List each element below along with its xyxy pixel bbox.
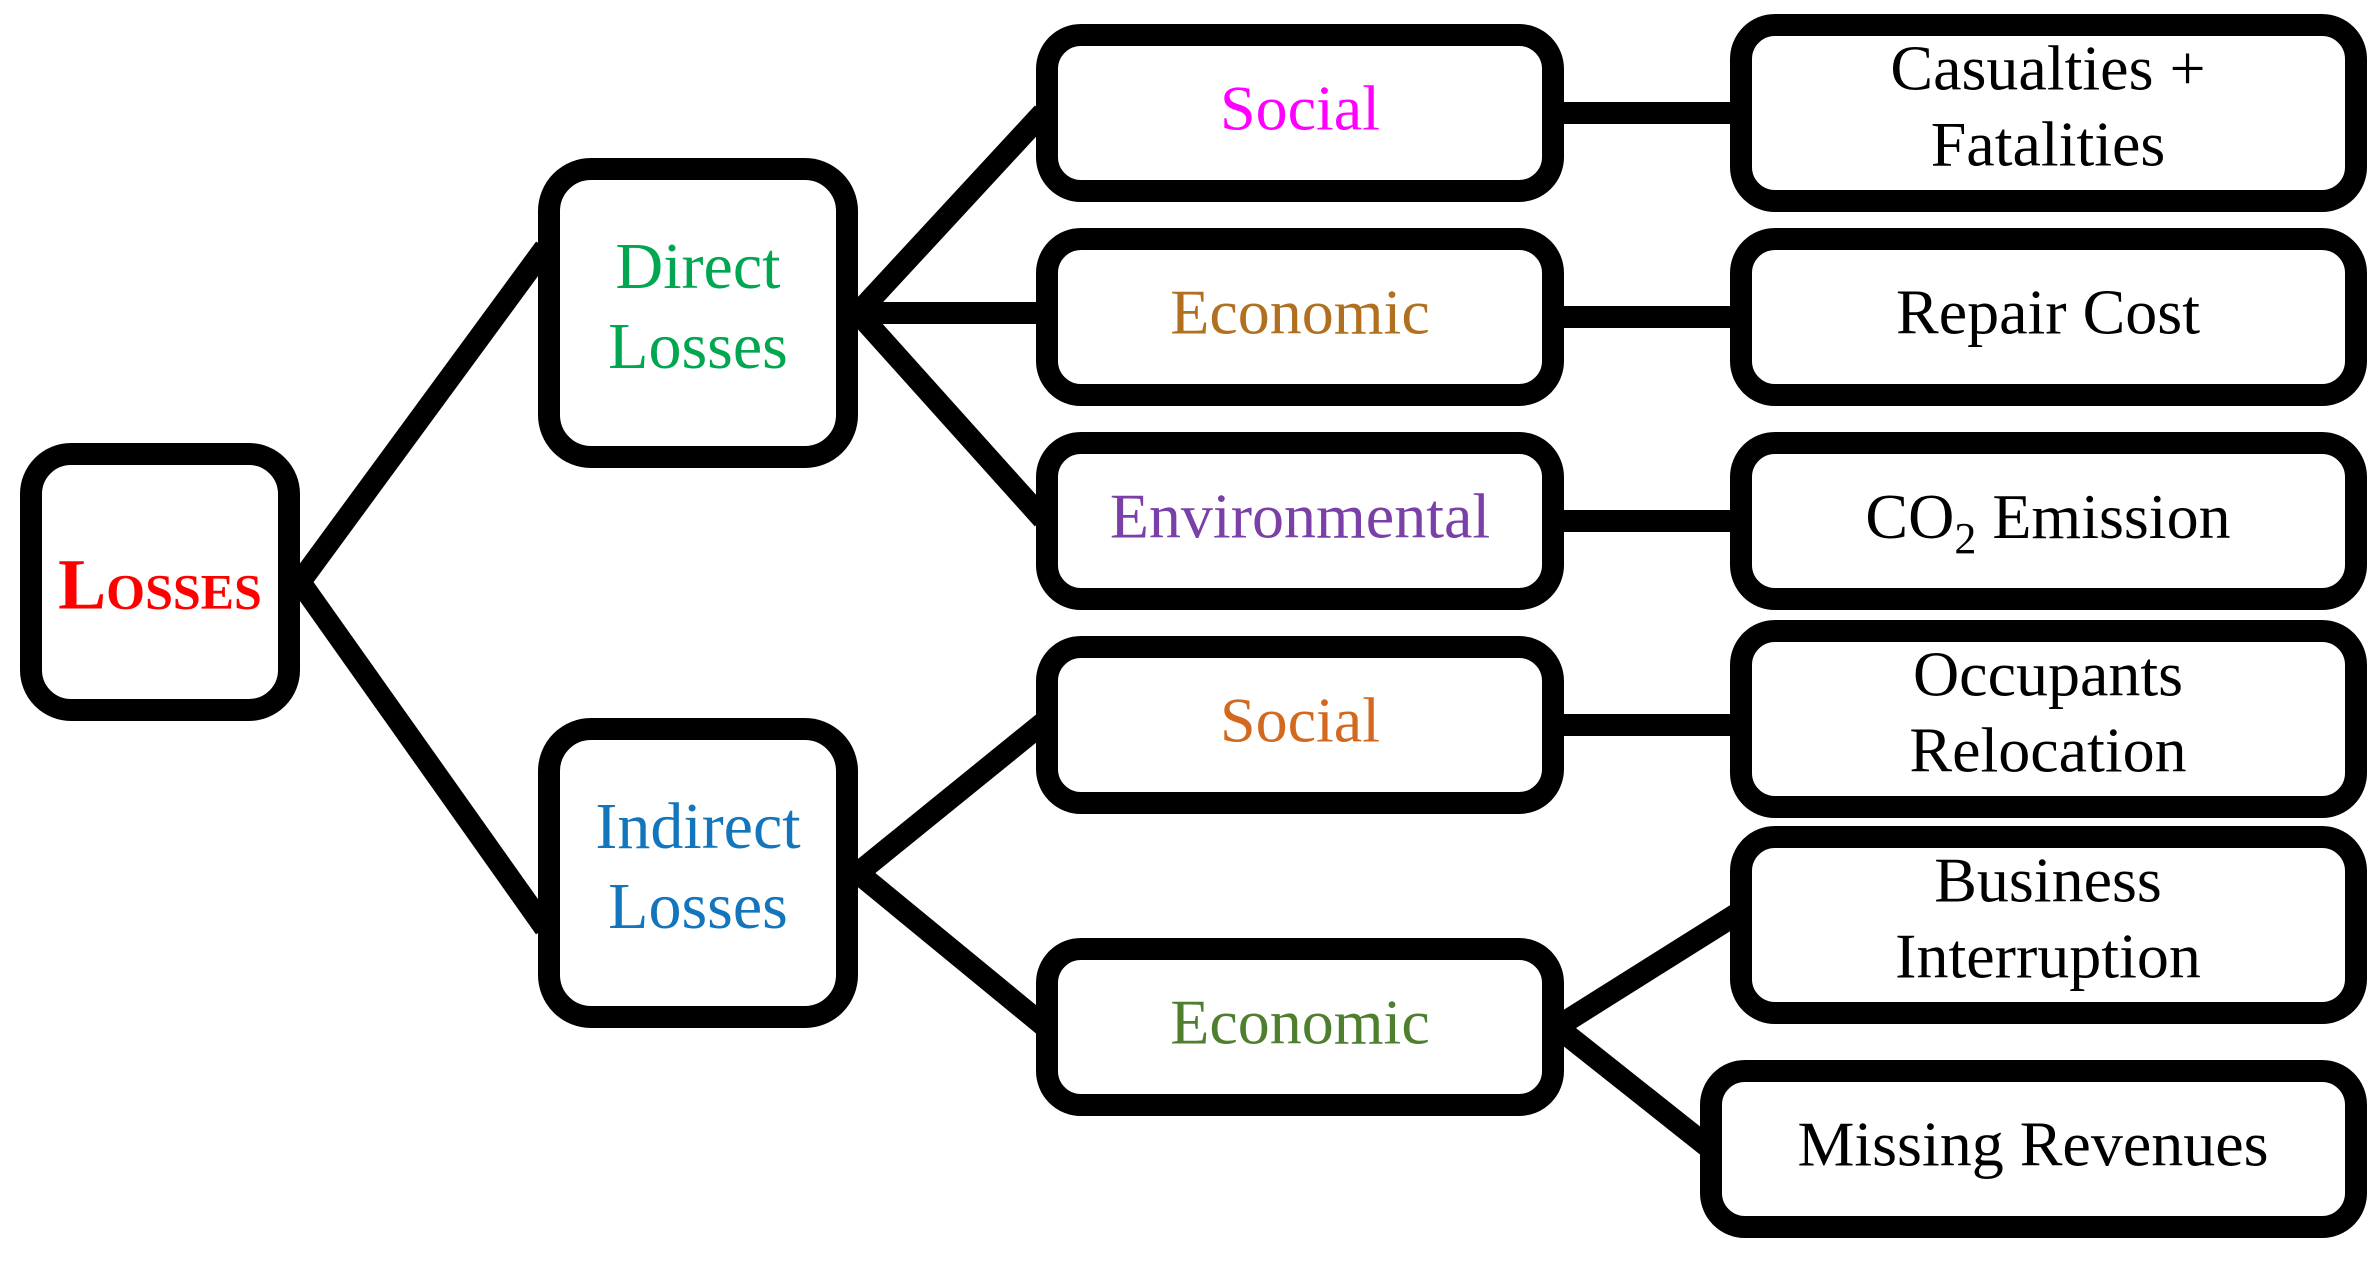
node-repair-cost-label: Repair Cost (1896, 277, 2200, 348)
node-occupants-relocation-label-line2: Relocation (1909, 715, 2186, 786)
node-business-interruption[interactable]: Business Interruption (1730, 826, 2367, 1024)
node-casualties-fatalities-label-line1: Casualties + (1890, 33, 2205, 104)
node-direct-economic-box[interactable] (1036, 228, 1564, 406)
node-indirect-losses-box[interactable] (538, 718, 858, 1028)
node-missing-revenues-label: Missing Revenues (1797, 1109, 2268, 1180)
edge-indirect-losses-to-social (851, 714, 1050, 882)
node-indirect-losses[interactable]: Indirect Losses (538, 718, 858, 1028)
edge-direct-losses-to-social (849, 105, 1052, 321)
node-indirect-economic-box[interactable] (1036, 938, 1564, 1116)
node-losses-label: Losses (58, 545, 262, 625)
edge-direct-losses-to-environmental (849, 305, 1052, 527)
node-business-interruption-box[interactable] (1730, 826, 2367, 1024)
node-direct-economic[interactable]: Economic (1036, 228, 1564, 406)
node-repair-cost[interactable]: Repair Cost (1730, 228, 2367, 406)
node-indirect-losses-label-line2: Losses (608, 870, 788, 943)
node-co2-emission-box[interactable] (1730, 432, 2367, 610)
node-occupants-relocation-label-line1: Occupants (1913, 639, 2183, 710)
node-direct-social[interactable]: Social (1036, 24, 1564, 202)
node-casualties-fatalities-box[interactable] (1730, 14, 2367, 212)
node-direct-environmental-label: Environmental (1110, 481, 1490, 552)
node-direct-economic-label: Economic (1170, 277, 1429, 348)
node-direct-social-box[interactable] (1036, 24, 1564, 202)
node-repair-cost-box[interactable] (1730, 228, 2367, 406)
node-indirect-economic[interactable]: Economic (1036, 938, 1564, 1116)
edge-indirect-losses-to-economic (851, 864, 1050, 1034)
co2-suffix: Emission (1976, 481, 2230, 552)
node-business-interruption-label-line1: Business (1934, 845, 2162, 916)
node-direct-social-label: Social (1220, 73, 1380, 144)
node-occupants-relocation[interactable]: Occupants Relocation (1730, 620, 2367, 818)
node-indirect-losses-label-line1: Indirect (595, 790, 800, 863)
node-indirect-social[interactable]: Social (1036, 636, 1564, 814)
node-business-interruption-label-line2: Interruption (1895, 921, 2201, 992)
node-direct-losses[interactable]: Direct Losses (538, 158, 858, 468)
connector-group (291, 102, 1746, 1159)
node-direct-environmental-box[interactable] (1036, 432, 1564, 610)
node-missing-revenues[interactable]: Missing Revenues (1700, 1060, 2367, 1238)
node-indirect-social-box[interactable] (1036, 636, 1564, 814)
node-missing-revenues-box[interactable] (1700, 1060, 2367, 1238)
node-indirect-economic-label: Economic (1170, 987, 1429, 1058)
node-co2-emission[interactable]: CO2 Emission (1730, 432, 2367, 610)
co2-subscript: 2 (1954, 514, 1976, 563)
node-direct-environmental[interactable]: Environmental (1036, 432, 1564, 610)
edge-losses-to-direct-losses (291, 241, 554, 589)
node-occupants-relocation-box[interactable] (1730, 620, 2367, 818)
node-losses-box[interactable] (20, 443, 300, 721)
node-casualties-fatalities-label-line2: Fatalities (1931, 109, 2166, 180)
edge-losses-to-indirect-losses (291, 575, 554, 935)
node-direct-losses-box[interactable] (538, 158, 858, 468)
node-losses[interactable]: Losses (20, 443, 300, 721)
node-direct-losses-label-line1: Direct (616, 230, 781, 303)
node-co2-emission-label: CO2 Emission (1865, 481, 2230, 563)
node-casualties-fatalities[interactable]: Casualties + Fatalities (1730, 14, 2367, 212)
edge-indirect-economic-to-missing-revenues (1550, 1018, 1719, 1159)
co2-prefix: CO (1865, 481, 1954, 552)
node-indirect-social-label: Social (1220, 685, 1380, 756)
edge-indirect-economic-to-business-interruption (1551, 902, 1746, 1037)
node-direct-losses-label-line2: Losses (608, 310, 788, 383)
